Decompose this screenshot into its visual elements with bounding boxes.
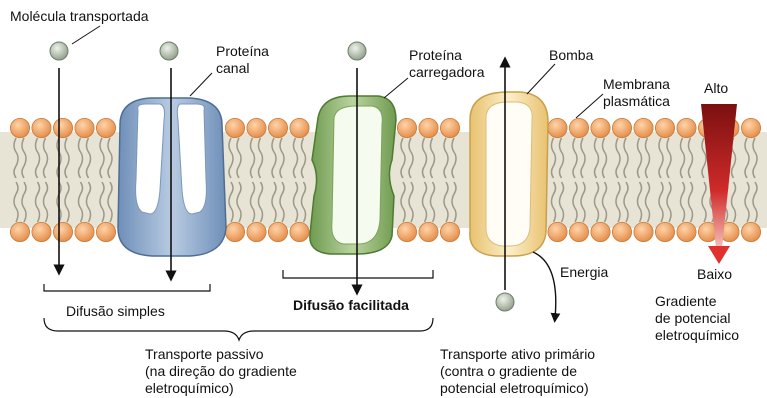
phospholipid-head <box>591 222 610 241</box>
phospholipid-head <box>96 222 115 241</box>
simple-diffusion-bracket <box>44 284 210 291</box>
phospholipid-head <box>634 222 653 241</box>
phospholipid-head <box>612 118 631 137</box>
membrane-leader-line <box>576 94 603 118</box>
phospholipid-head <box>10 118 29 137</box>
pump-leader-line <box>527 64 555 94</box>
energy-label: Energia <box>560 264 608 281</box>
phospholipid-head <box>612 222 631 241</box>
gradient-high-label: Alto <box>704 80 728 97</box>
phospholipid-head <box>53 222 72 241</box>
channel-protein-label: Proteína canal <box>216 43 269 77</box>
gradient-label: Gradiente de potencial eletroquímico <box>655 293 739 344</box>
phospholipid-head <box>32 118 51 137</box>
molecule-leader-line <box>72 26 100 44</box>
phospholipid-head <box>290 118 309 137</box>
transported-molecule <box>496 293 514 311</box>
transported-molecule <box>160 42 178 60</box>
phospholipid-head <box>677 222 696 241</box>
phospholipid-head <box>75 222 94 241</box>
passive-transport-label: Transporte passivo (na direção do gradie… <box>145 346 297 397</box>
phospholipid-head <box>569 222 588 241</box>
phospholipid-head <box>290 222 309 241</box>
pump-protein <box>470 92 548 256</box>
phospholipid-head <box>741 118 760 137</box>
phospholipid-head <box>225 118 244 137</box>
facilitated-diffusion-bracket <box>283 270 433 278</box>
phospholipid-head <box>419 222 438 241</box>
phospholipid-head <box>225 222 244 241</box>
phospholipid-head <box>247 118 266 137</box>
active-transport-label: Transporte ativo primário (contra o grad… <box>440 346 595 397</box>
phospholipid-head <box>53 118 72 137</box>
energy-arrow <box>533 252 556 318</box>
phospholipid-head <box>440 118 459 137</box>
phospholipid-head <box>268 118 287 137</box>
phospholipid-head <box>591 118 610 137</box>
phospholipid-head <box>268 222 287 241</box>
transported-molecule <box>50 42 68 60</box>
phospholipid-head <box>548 222 567 241</box>
phospholipid-head <box>677 118 696 137</box>
pump-label: Bomba <box>549 47 593 64</box>
phospholipid-head <box>96 118 115 137</box>
phospholipid-head <box>634 118 653 137</box>
phospholipid-head <box>75 118 94 137</box>
phospholipid-head <box>440 222 459 241</box>
phospholipid-head <box>419 118 438 137</box>
phospholipid-head <box>10 222 29 241</box>
phospholipid-head <box>655 118 674 137</box>
phospholipid-head <box>397 118 416 137</box>
carrier-protein-label: Proteína carregadora <box>409 47 485 81</box>
phospholipid-head <box>569 118 588 137</box>
phospholipid-head <box>397 222 416 241</box>
phospholipid-head <box>548 118 567 137</box>
carrier-leader-line <box>384 78 408 98</box>
phospholipid-head <box>32 222 51 241</box>
phospholipid-head <box>247 222 266 241</box>
molecule-label: Molécula transportada <box>10 8 149 25</box>
facilitated-diffusion-label: Difusão facilitada <box>293 297 409 314</box>
channel-leader-line <box>190 73 212 96</box>
gradient-low-label: Baixo <box>697 266 732 283</box>
simple-diffusion-label: Difusão simples <box>66 303 165 320</box>
transported-molecule <box>348 42 366 60</box>
phospholipid-head <box>655 222 674 241</box>
membrane-label: Membrana plasmática <box>603 76 670 110</box>
carrier-protein <box>310 96 396 254</box>
gradient-arrowhead <box>708 246 730 264</box>
passive-transport-bracket <box>44 318 433 340</box>
channel-protein <box>118 98 226 256</box>
phospholipid-head <box>741 222 760 241</box>
